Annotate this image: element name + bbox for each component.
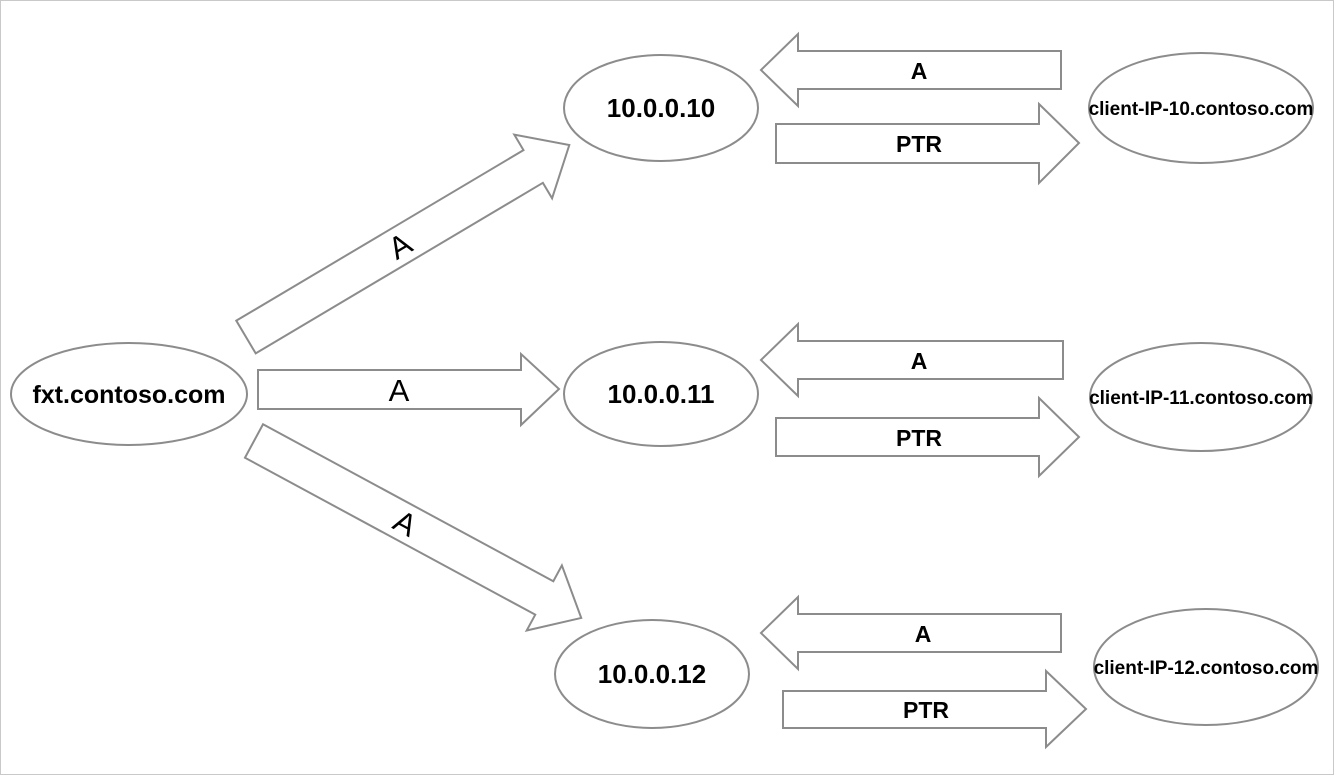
client-node-label-0: client-IP-10.contoso.com bbox=[1089, 99, 1314, 120]
forward-a-arrow-0: A bbox=[234, 133, 571, 355]
client-node-ellipse-0 bbox=[1088, 52, 1314, 164]
ptr-arrow-1-shape bbox=[775, 395, 1081, 479]
source-node-ellipse bbox=[10, 342, 248, 446]
reverse-a-arrow-0-shape bbox=[759, 31, 1062, 109]
reverse-a-arrow-1-shape bbox=[759, 321, 1064, 399]
source-node-label: fxt.contoso.com bbox=[32, 381, 225, 409]
ptr-arrow-1-label: PTR bbox=[896, 425, 942, 451]
reverse-a-arrow-2-shape bbox=[759, 594, 1062, 672]
forward-a-arrow-1: A bbox=[257, 351, 561, 428]
forward-a-arrow-2: A bbox=[243, 422, 583, 632]
client-node-ellipse-1 bbox=[1089, 342, 1313, 452]
reverse-a-arrow-0-label: A bbox=[911, 58, 928, 84]
ip-node-ellipse-1 bbox=[563, 341, 759, 447]
ip-node-label-1: 10.0.0.11 bbox=[608, 379, 715, 409]
ip-node-label-2: 10.0.0.12 bbox=[598, 659, 706, 689]
client-node-label-1: client-IP-11.contoso.com bbox=[1089, 388, 1313, 409]
client-node-label-2: client-IP-12.contoso.com bbox=[1094, 658, 1319, 679]
reverse-a-arrow-1-label: A bbox=[911, 348, 928, 374]
ptr-arrow-0-label: PTR bbox=[896, 131, 942, 157]
ip-node-ellipse-2 bbox=[554, 619, 750, 729]
ptr-arrow-2: PTR bbox=[782, 668, 1088, 750]
reverse-a-arrow-0: A bbox=[759, 31, 1062, 109]
ip-node-label-0: 10.0.0.10 bbox=[607, 93, 715, 123]
ip-node-ellipse-0 bbox=[563, 54, 759, 162]
forward-a-arrow-1-label: A bbox=[389, 373, 410, 408]
client-node-ellipse-2 bbox=[1093, 608, 1319, 726]
forward-a-arrow-2-shape bbox=[243, 422, 583, 632]
ptr-arrow-1: PTR bbox=[775, 395, 1081, 479]
ptr-arrow-2-label: PTR bbox=[903, 697, 949, 723]
reverse-a-arrow-2-label: A bbox=[915, 621, 932, 647]
ptr-arrow-0: PTR bbox=[775, 101, 1081, 186]
reverse-a-arrow-1: A bbox=[759, 321, 1064, 399]
ptr-arrow-0-shape bbox=[775, 101, 1081, 186]
forward-a-arrow-0-shape bbox=[234, 133, 571, 355]
reverse-a-arrow-2: A bbox=[759, 594, 1062, 672]
forward-a-arrow-1-shape bbox=[257, 351, 561, 428]
ptr-arrow-2-shape bbox=[782, 668, 1088, 750]
